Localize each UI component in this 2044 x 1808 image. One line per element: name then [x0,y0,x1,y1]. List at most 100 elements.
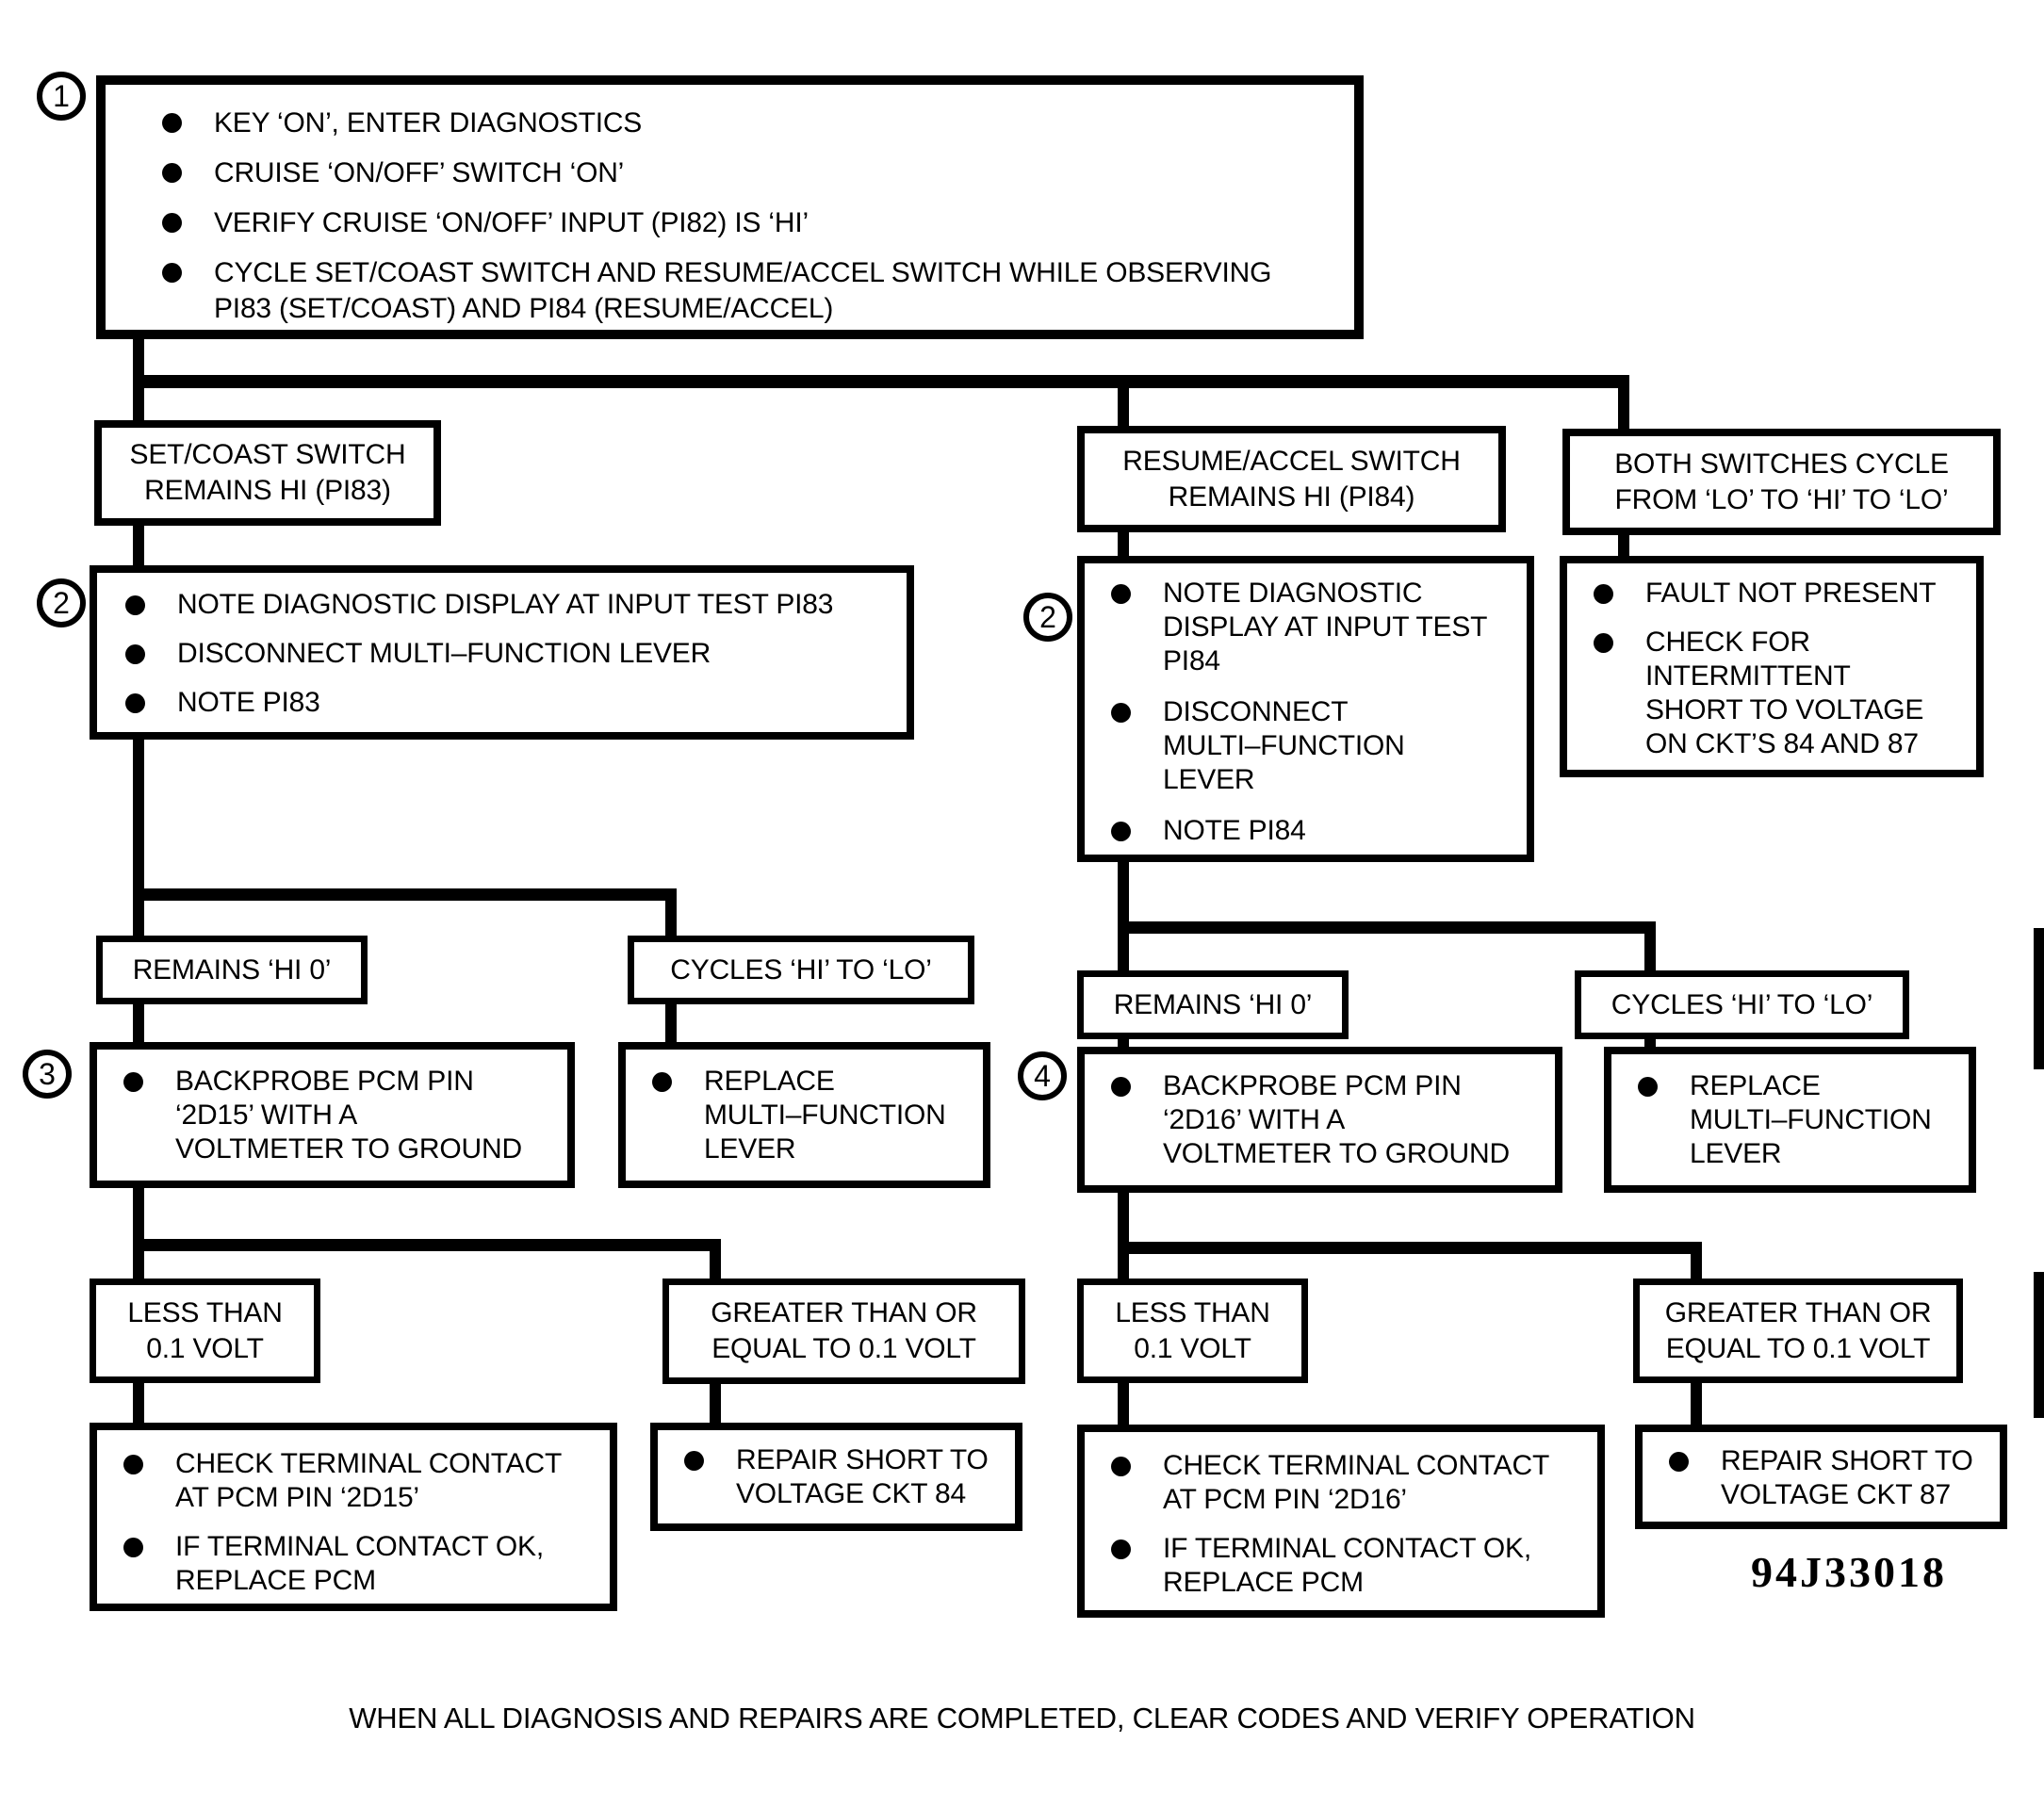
list-item: IF TERMINAL CONTACT OK, REPLACE PCM [123,1530,602,1598]
list-item: CHECK TERMINAL CONTACT AT PCM PIN ‘2D15’ [123,1447,602,1515]
connector [665,1002,677,1044]
action-text: BACKPROBE PCM PIN ‘2D16’ WITH A VOLTMETE… [1163,1070,1510,1169]
step-badge-3-number: 3 [39,1056,56,1091]
action-text: CHECK TERMINAL CONTACT AT PCM PIN ‘2D15’ [175,1448,563,1513]
start-step-text: CRUISE ‘ON/OFF’ SWITCH ‘ON’ [214,157,625,188]
action-text: REPLACE MULTI–FUNCTION LEVER [1690,1070,1932,1169]
node-start: KEY ‘ON’, ENTER DIAGNOSTICS CRUISE ‘ON/O… [96,75,1364,339]
bullet-icon [1111,1077,1131,1097]
node-left-repair-short: REPAIR SHORT TO VOLTAGE CKT 84 [650,1423,1022,1531]
bullet-icon [162,163,182,183]
list-item: IF TERMINAL CONTACT OK, REPLACE PCM [1111,1532,1590,1600]
step-badge-4: 4 [1018,1051,1067,1100]
bullet-icon [684,1451,704,1471]
list-item: BACKPROBE PCM PIN ‘2D15’ WITH A VOLTMETE… [123,1065,560,1166]
node-right-repair-short: REPAIR SHORT TO VOLTAGE CKT 87 [1635,1425,2007,1529]
connector [1118,1037,1129,1049]
figure-number: 94J33018 [1751,1548,1947,1596]
list-item: NOTE DIAGNOSTIC DISPLAY AT INPUT TEST PI… [1111,577,1517,678]
node-left-check-terminal: CHECK TERMINAL CONTACT AT PCM PIN ‘2D15’… [90,1423,617,1611]
bullet-icon [125,693,145,713]
action-text: REPLACE MULTI–FUNCTION LEVER [704,1066,946,1165]
step-badge-2-mid-number: 2 [1039,599,1056,634]
bullet-icon [162,213,182,233]
bullet-icon [1111,703,1131,723]
list-item: REPLACE MULTI–FUNCTION LEVER [1638,1069,1961,1171]
bullet-icon [1669,1452,1689,1472]
step-badge-2-left: 2 [37,578,86,627]
node-left-backprobe: BACKPROBE PCM PIN ‘2D15’ WITH A VOLTMETE… [90,1042,575,1188]
node-left-cycles: CYCLES ‘HI’ TO ‘LO’ [628,936,974,1004]
connector [1118,386,1129,430]
connector [133,1249,144,1279]
bullet-icon [1111,822,1131,841]
connector [1118,1191,1129,1246]
connector [133,1381,144,1423]
connector [1118,530,1129,558]
action-text: NOTE DIAGNOSTIC DISPLAY AT INPUT TEST PI… [1163,578,1488,676]
start-step-text: CYCLE SET/COAST SWITCH AND RESUME/ACCEL … [214,257,1272,324]
list-item: DISCONNECT MULTI–FUNCTION LEVER [1111,695,1517,797]
bullet-icon [125,644,145,664]
list-item: KEY ‘ON’, ENTER DIAGNOSTICS [162,106,1335,141]
action-text: DISCONNECT MULTI–FUNCTION LEVER [177,638,711,669]
node-right-check-terminal: CHECK TERMINAL CONTACT AT PCM PIN ‘2D16’… [1077,1425,1605,1618]
connector [133,386,144,424]
connector [1691,1252,1702,1279]
list-item: CYCLE SET/COAST SWITCH AND RESUME/ACCEL … [162,255,1335,327]
bullet-icon [162,263,182,283]
bullet-icon [1594,633,1613,653]
connector [1118,932,1129,970]
connector [133,375,1629,388]
step-badge-1: 1 [37,72,86,121]
bullet-icon [1111,1539,1131,1559]
node-set-coast-actions: NOTE DIAGNOSTIC DISPLAY AT INPUT TEST PI… [90,565,914,740]
connector [1118,1381,1129,1425]
list-item: NOTE PI83 [125,686,892,720]
connector [133,1002,144,1044]
list-item: CHECK FOR INTERMITTENT SHORT TO VOLTAGE … [1594,626,1967,761]
connector [133,1239,721,1251]
node-left-remains: REMAINS ‘HI 0’ [96,936,368,1004]
node-right-replace-lever: REPLACE MULTI–FUNCTION LEVER [1604,1047,1976,1193]
connector [1644,932,1656,970]
action-text: CHECK FOR INTERMITTENT SHORT TO VOLTAGE … [1645,627,1924,759]
list-item: REPAIR SHORT TO VOLTAGE CKT 84 [684,1443,1007,1511]
node-resume-header: RESUME/ACCEL SWITCH REMAINS HI (PI84) [1077,426,1506,532]
bullet-icon [162,113,182,133]
action-text: NOTE PI83 [177,687,320,718]
list-item: VERIFY CRUISE ‘ON/OFF’ INPUT (PI82) IS ‘… [162,205,1335,241]
scan-artifact [2034,928,2044,1069]
action-text: CHECK TERMINAL CONTACT AT PCM PIN ‘2D16’ [1163,1450,1550,1515]
action-text: FAULT NOT PRESENT [1645,578,1937,609]
connector [1118,1242,1702,1254]
node-both-header: BOTH SWITCHES CYCLE FROM ‘LO’ TO ‘HI’ TO… [1562,429,2001,535]
connector [1118,1252,1129,1279]
connector [133,1186,144,1243]
action-text: REPAIR SHORT TO VOLTAGE CKT 87 [1721,1445,1973,1510]
list-item: CHECK TERMINAL CONTACT AT PCM PIN ‘2D16’ [1111,1449,1590,1517]
connector [710,1382,721,1423]
connector [665,899,677,936]
connector [133,337,144,382]
list-item: REPLACE MULTI–FUNCTION LEVER [652,1065,975,1166]
start-step-text: VERIFY CRUISE ‘ON/OFF’ INPUT (PI82) IS ‘… [214,207,809,238]
bullet-icon [125,595,145,615]
node-both-actions: FAULT NOT PRESENT CHECK FOR INTERMITTENT… [1560,556,1984,777]
scan-artifact [2034,1272,2044,1418]
node-left-replace-lever: REPLACE MULTI–FUNCTION LEVER [618,1042,990,1188]
action-text: REPAIR SHORT TO VOLTAGE CKT 84 [736,1444,989,1509]
footer-note: WHEN ALL DIAGNOSIS AND REPAIRS ARE COMPL… [349,1702,1695,1735]
connector [133,524,144,567]
node-left-greater-equal: GREATER THAN OR EQUAL TO 0.1 VOLT [662,1279,1025,1384]
connector [1118,860,1129,926]
node-right-greater-equal: GREATER THAN OR EQUAL TO 0.1 VOLT [1633,1279,1963,1383]
step-badge-3: 3 [23,1050,72,1099]
step-badge-2-left-number: 2 [53,585,70,620]
list-item: BACKPROBE PCM PIN ‘2D16’ WITH A VOLTMETE… [1111,1069,1547,1171]
step-badge-1-number: 1 [53,78,70,113]
list-item: FAULT NOT PRESENT [1594,577,1967,611]
connector [710,1249,721,1279]
connector [1618,386,1629,432]
